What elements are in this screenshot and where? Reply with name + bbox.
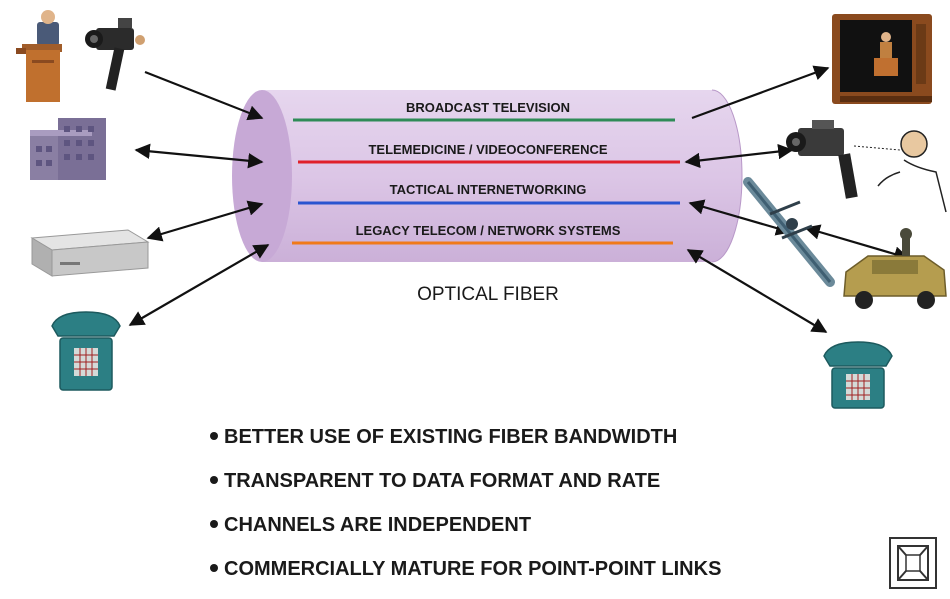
arrow-satellite-vehicle: [804, 224, 910, 262]
arrow-fiber-to-tv: [691, 65, 830, 120]
bullet-item: TRANSPARENT TO DATA FORMAT AND RATE: [210, 466, 721, 510]
arrow-fiber-satellite: [688, 199, 792, 236]
arrow-building-fiber: [134, 143, 264, 169]
bullet-dot-icon: [210, 519, 218, 528]
telephone-right-icon: [823, 341, 893, 409]
connection-arrows: [128, 65, 910, 333]
channel-label-broadcast: BROADCAST TELEVISION: [406, 100, 570, 115]
channel-tactical-internetworking: TACTICAL INTERNETWORKING: [298, 182, 680, 205]
office-building-icon: [30, 118, 106, 180]
channel-label-legacy: LEGACY TELECOM / NETWORK SYSTEMS: [356, 223, 621, 238]
telephone-icon: [51, 311, 121, 391]
channel-telemedicine: TELEMEDICINE / VIDEOCONFERENCE: [298, 142, 680, 164]
optical-fiber-label: OPTICAL FIBER: [417, 284, 559, 305]
camera-operator-icon: [786, 120, 947, 213]
bullet-dot-icon: [210, 475, 218, 484]
satellite-antenna-icon: [743, 177, 835, 287]
bullet-item: COMMERCIALLY MATURE FOR POINT-POINT LINK…: [210, 554, 721, 598]
channel-legacy-telecom: LEGACY TELECOM / NETWORK SYSTEMS: [292, 223, 673, 245]
channel-label-telemedicine: TELEMEDICINE / VIDEOCONFERENCE: [368, 142, 607, 157]
channel-label-tactical: TACTICAL INTERNETWORKING: [390, 182, 587, 197]
bullet-dot-icon: [210, 431, 218, 440]
arrow-podium-to-fiber: [144, 70, 264, 121]
channel-broadcast-television: BROADCAST TELEVISION: [293, 100, 675, 122]
arrow-network-fiber: [146, 200, 264, 242]
arrow-fiber-camera: [684, 143, 794, 169]
corner-logo-icon: [889, 537, 937, 589]
arrow-phone-left-fiber: [128, 244, 270, 326]
military-vehicle-icon: [843, 228, 947, 309]
bullet-item: CHANNELS ARE INDEPENDENT: [210, 510, 721, 554]
arrow-fiber-phone-right: [686, 249, 828, 333]
television-icon: [832, 14, 932, 104]
bullet-dot-icon: [210, 563, 218, 572]
network-equipment-icon: [30, 229, 150, 277]
video-camera-icon: [85, 18, 145, 91]
bullet-item: BETTER USE OF EXISTING FIBER BANDWIDTH: [210, 422, 721, 466]
benefits-list: BETTER USE OF EXISTING FIBER BANDWIDTH T…: [210, 422, 721, 598]
podium-speaker-icon: [16, 10, 62, 102]
